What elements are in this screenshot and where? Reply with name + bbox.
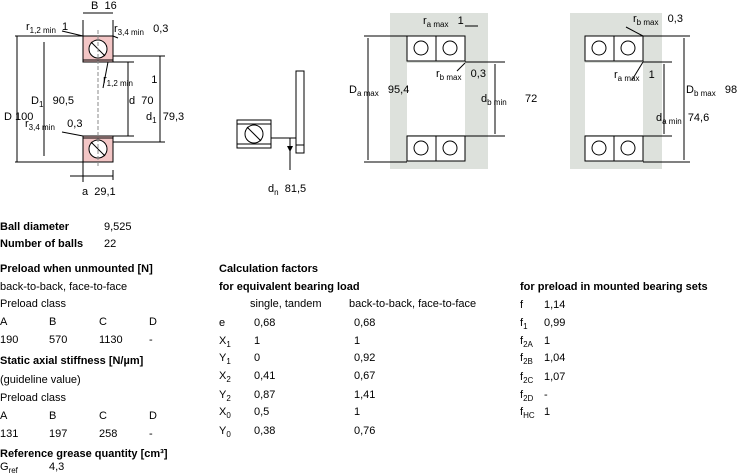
stiffness-value-c: 258 — [99, 428, 118, 440]
dim-ra-max-left: ra max 1 — [423, 15, 464, 29]
preload-value-b: 570 — [49, 334, 68, 346]
stiffness-class-a: A — [0, 410, 8, 422]
calc-y2-btb: 1,41 — [354, 389, 376, 401]
mounted-sym-fhc: fHC — [520, 406, 535, 420]
stiffness-value-b: 197 — [49, 428, 68, 440]
dim-D1: D1 90,5 — [31, 95, 74, 109]
stiffness-class-b: B — [49, 410, 57, 422]
preload-value-d: - — [149, 334, 153, 346]
dim-rb-max-right: rb max 0,3 — [633, 13, 683, 27]
mounted-sym-f: f — [520, 299, 524, 311]
calc-sym-e: e — [219, 317, 226, 329]
mounted-f2d-value: - — [544, 389, 548, 401]
calc-y1-single: 0 — [254, 352, 261, 364]
calc-e-single: 0,68 — [254, 317, 276, 329]
mounted-fhc-value: 1 — [544, 406, 551, 418]
mounted-sym-f2b: f2B — [520, 352, 533, 366]
preload-value-a: 190 — [0, 334, 19, 346]
calc-subtitle: for equivalent bearing load — [219, 281, 360, 293]
dim-r12-top: r1,2 min 1 — [26, 21, 69, 35]
stiffness-note: (guideline value) — [0, 374, 81, 386]
calc-y0-single: 0,38 — [254, 425, 276, 437]
stiffness-title: Static axial stiffness [N/µm] — [0, 355, 144, 367]
mounted-sym-f2c: f2C — [520, 371, 534, 385]
calc-y2-single: 0,87 — [254, 389, 276, 401]
preload-value-c: 1130 — [99, 334, 123, 346]
mounted-sym-f2d: f2D — [520, 389, 534, 403]
calc-y0-btb: 0,76 — [354, 425, 376, 437]
preload-class-c: C — [99, 316, 107, 328]
calc-title: Calculation factors — [219, 263, 319, 275]
dim-a: a 29,1 — [82, 186, 116, 198]
stiffness-value-d: - — [149, 428, 153, 440]
dim-d1: d1 79,3 — [146, 111, 185, 125]
dim-ra-max-right: ra max 1 — [614, 69, 655, 83]
calc-x0-btb: 1 — [354, 406, 361, 418]
dim-Db-max: Db max 98 — [686, 84, 738, 98]
dim-da-min: da min 74,6 — [656, 112, 710, 126]
calc-sym-x2: X2 — [219, 370, 231, 384]
preload-class-a: A — [0, 316, 8, 328]
grease-symbol: Gref — [0, 461, 18, 475]
bearing-section-drawing — [15, 12, 690, 182]
stiffness-class-c: C — [99, 410, 107, 422]
dim-Da-max: Da max 95,4 — [349, 84, 410, 98]
calc-col-back-to-back: back-to-back, face-to-face — [349, 298, 477, 310]
mounted-f2b-value: 1,04 — [544, 352, 566, 364]
dim-D: D 100 — [4, 111, 34, 123]
dim-d: d 70 — [129, 95, 154, 107]
grease-title: Reference grease quantity [cm³] — [0, 448, 168, 460]
dim-r34-bot: r3,4 min 0,3 — [25, 118, 83, 132]
preload-class-label: Preload class — [0, 298, 67, 310]
preload-arrangement: back-to-back, face-to-face — [0, 281, 128, 293]
calc-y1-btb: 0,92 — [354, 352, 376, 364]
ball-diameter-label: Ball diameter — [0, 221, 70, 233]
dim-r34-top: r3,4 min 0,3 — [114, 23, 169, 37]
mounted-sym-f1: f1 — [520, 317, 528, 331]
stiffness-class-label: Preload class — [0, 392, 67, 404]
calc-sym-x0: X0 — [219, 406, 231, 420]
calc-x0-single: 0,5 — [254, 406, 270, 418]
dim-dn: dn 81,5 — [268, 183, 307, 197]
number-of-balls-label: Number of balls — [0, 238, 84, 250]
mounted-f2c-value: 1,07 — [544, 371, 566, 383]
preload-title: Preload when unmounted [N] — [0, 263, 153, 275]
calc-sym-y2: Y2 — [219, 389, 231, 403]
preload-class-b: B — [49, 316, 57, 328]
calc-x2-btb: 0,67 — [354, 370, 376, 382]
mounted-title: for preload in mounted bearing sets — [520, 281, 708, 293]
calc-col-single: single, tandem — [250, 298, 322, 310]
dim-rb-max-left: rb max 0,3 — [436, 68, 486, 82]
stiffness-value-a: 131 — [0, 428, 19, 440]
calc-x2-single: 0,41 — [254, 370, 276, 382]
calc-e-btb: 0,68 — [354, 317, 376, 329]
calc-sym-y0: Y0 — [219, 425, 231, 439]
calc-x1-single: 1 — [254, 335, 261, 347]
number-of-balls-value: 22 — [104, 238, 117, 250]
mounted-sym-f2a: f2A — [520, 335, 533, 349]
dim-r12-mid: r1,2 min 1 — [103, 74, 158, 88]
mounted-f1-value: 0,99 — [544, 317, 566, 329]
dim-B: B 16 — [91, 0, 117, 12]
mounted-f2a-value: 1 — [544, 335, 551, 347]
mounted-f-value: 1,14 — [544, 299, 566, 311]
grease-value: 4,3 — [49, 461, 65, 473]
calc-x1-btb: 1 — [354, 335, 361, 347]
calc-sym-y1: Y1 — [219, 352, 231, 366]
preload-class-d: D — [149, 316, 157, 328]
calc-sym-x1: X1 — [219, 335, 231, 349]
stiffness-class-d: D — [149, 410, 157, 422]
dim-db-min: db min 72 — [481, 93, 538, 107]
ball-diameter-value: 9,525 — [104, 221, 132, 233]
